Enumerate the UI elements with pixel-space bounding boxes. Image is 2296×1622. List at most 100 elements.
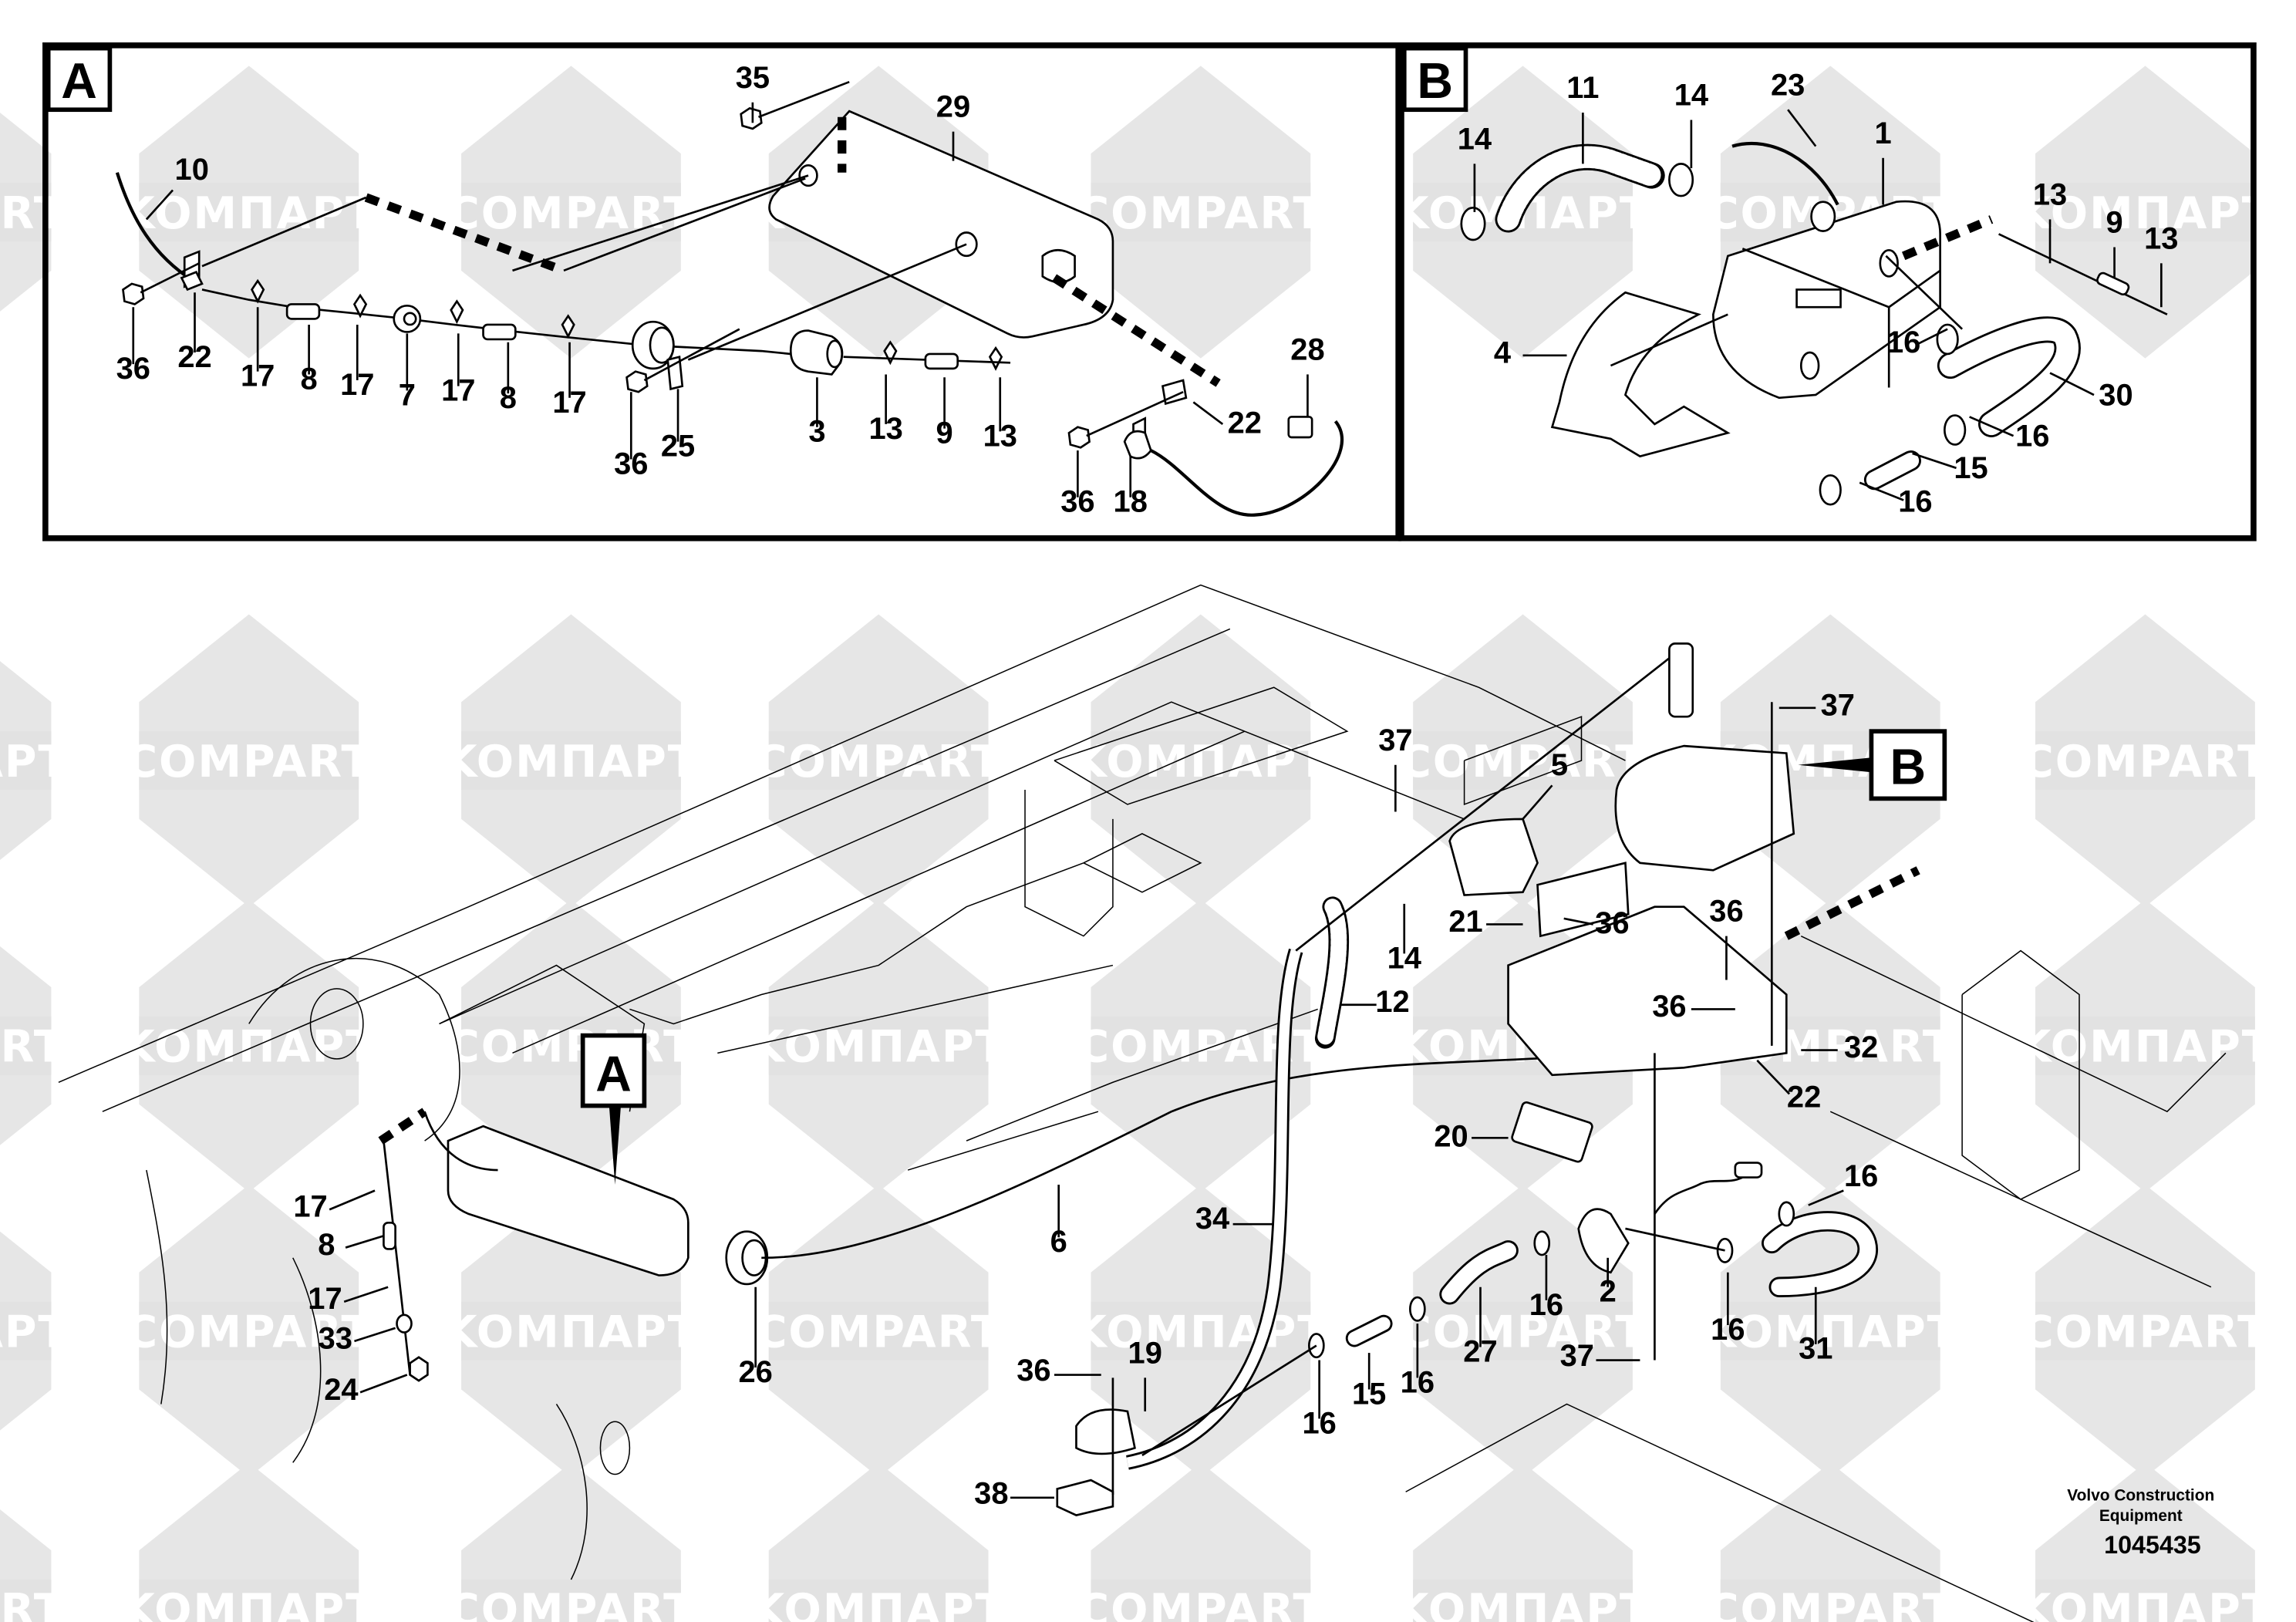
callout-22: 22 <box>177 292 212 374</box>
callout-25: 25 <box>661 389 695 464</box>
callout-37: 37 <box>1560 1339 1640 1373</box>
watermark-text: KOMПAPT <box>2017 1585 2273 1622</box>
callout-8: 8 <box>301 324 318 396</box>
leader-line <box>1563 917 1593 926</box>
callout-24: 24 <box>324 1373 408 1407</box>
leader-line <box>329 1189 376 1211</box>
watermark-text: KOMПAPT <box>121 188 377 239</box>
callout-17: 17 <box>308 1282 389 1316</box>
callout-16: 16 <box>1808 1159 1878 1206</box>
callout-number: 19 <box>1128 1336 1162 1370</box>
bracket-38 <box>1056 1479 1114 1516</box>
callout-number: 8 <box>301 362 318 396</box>
callout-number: 36 <box>116 352 150 386</box>
callout-number: 30 <box>2099 378 2132 412</box>
callout-number: 8 <box>318 1228 335 1262</box>
callout-number: 37 <box>1378 723 1412 757</box>
callout-number: 14 <box>1674 79 1708 113</box>
watermark: KOMПAPT <box>0 661 68 861</box>
timer-20 <box>1511 1101 1593 1163</box>
leader-line <box>354 1327 396 1343</box>
callout-26: 26 <box>739 1286 773 1389</box>
callout-9: 9 <box>2106 206 2123 278</box>
connector-24 <box>409 1356 429 1382</box>
callout-9: 9 <box>936 377 953 450</box>
leader-line <box>1192 401 1224 425</box>
watermark-text: COMPART <box>1399 1307 1647 1358</box>
watermark: KOMПAPT <box>121 899 376 1192</box>
callout-number: 15 <box>1352 1377 1386 1411</box>
installed-plate-a <box>447 1125 689 1276</box>
bolt-36-a <box>122 282 145 305</box>
watermark: COMPART <box>2021 614 2267 907</box>
callout-38: 38 <box>974 1476 1054 1510</box>
callout-8: 8 <box>500 342 517 415</box>
callout-13: 13 <box>983 377 1017 453</box>
watermark-text: COMPART <box>1399 737 1647 787</box>
watermark: KOMПAPT <box>121 1462 376 1622</box>
watermark: COMPART <box>125 1185 371 1478</box>
callout-30: 30 <box>2049 372 2133 412</box>
harness-6 <box>761 1023 1758 1259</box>
detail-a-tag: A <box>61 53 97 109</box>
callout-4: 4 <box>1494 336 1567 369</box>
watermark: COMPART <box>1077 1462 1323 1622</box>
heater-bracket <box>1550 291 1731 458</box>
detail-b-panel: B <box>1398 42 2257 541</box>
watermark: COMPART <box>1077 66 1324 359</box>
callout-23: 23 <box>1771 68 1817 147</box>
callout-17: 17 <box>552 342 587 420</box>
callout-number: 13 <box>983 419 1017 453</box>
watermark: KOMПAPT <box>2017 1462 2273 1622</box>
callout-number: 17 <box>340 368 374 402</box>
callout-16: 16 <box>1401 1324 1435 1399</box>
grommet-26 <box>725 1230 769 1286</box>
watermark: KOMПAPT <box>121 66 377 359</box>
watermark: COMPART <box>447 1462 695 1622</box>
callout-7: 7 <box>399 333 416 412</box>
callout-number: 8 <box>500 381 517 415</box>
hose-clamps-16 <box>1308 1201 1795 1359</box>
callout-2: 2 <box>1600 1257 1617 1309</box>
callout-number: 34 <box>1195 1202 1229 1236</box>
exhaust-tip <box>1668 642 1694 718</box>
callout-16: 16 <box>1529 1255 1563 1322</box>
callout-37: 37 <box>1778 688 1855 722</box>
callout-27: 27 <box>1463 1286 1498 1368</box>
watermark: KOMПAPT <box>750 1462 1006 1622</box>
callout-5: 5 <box>1522 748 1568 820</box>
callout-number: 9 <box>936 416 953 450</box>
watermark-text: COMPART <box>1707 1585 1954 1622</box>
callout-number: 33 <box>319 1321 352 1355</box>
watermark-text: COMPART <box>2021 1307 2269 1358</box>
leader-line <box>343 1286 389 1303</box>
bolt-36-a2 <box>625 370 649 393</box>
leader-line <box>2049 372 2095 396</box>
callout-number: 3 <box>808 415 825 449</box>
callout-12: 12 <box>1340 985 1410 1019</box>
leader-line <box>1808 1189 1844 1206</box>
callout-14: 14 <box>1674 79 1708 169</box>
watermark-text: COMPART <box>1077 188 1324 239</box>
callout-number: 26 <box>739 1355 773 1389</box>
detail-b-ref: B <box>1890 739 1927 794</box>
callout-16: 16 <box>1859 481 1933 519</box>
clamp-19 <box>1075 1408 1136 1455</box>
clip <box>180 271 204 292</box>
callout-15: 15 <box>1352 1353 1386 1411</box>
watermark-text: KOMПAPT <box>750 1585 1006 1622</box>
callout-number: 29 <box>936 90 970 124</box>
callout-number: 23 <box>1771 68 1805 102</box>
watermark-text: KOMПAPT <box>0 1307 69 1358</box>
callout-number: 4 <box>1494 336 1511 369</box>
callout-16: 16 <box>1886 325 1948 359</box>
callout-number: 16 <box>1302 1406 1336 1440</box>
callout-number: 22 <box>177 340 211 374</box>
callout-14: 14 <box>1387 903 1421 975</box>
callout-13: 13 <box>868 374 903 446</box>
watermark-text: COMPART <box>447 1585 695 1622</box>
callout-36: 36 <box>1060 450 1095 519</box>
callout-number: 27 <box>1463 1334 1497 1368</box>
callout-number: 11 <box>1566 71 1599 105</box>
